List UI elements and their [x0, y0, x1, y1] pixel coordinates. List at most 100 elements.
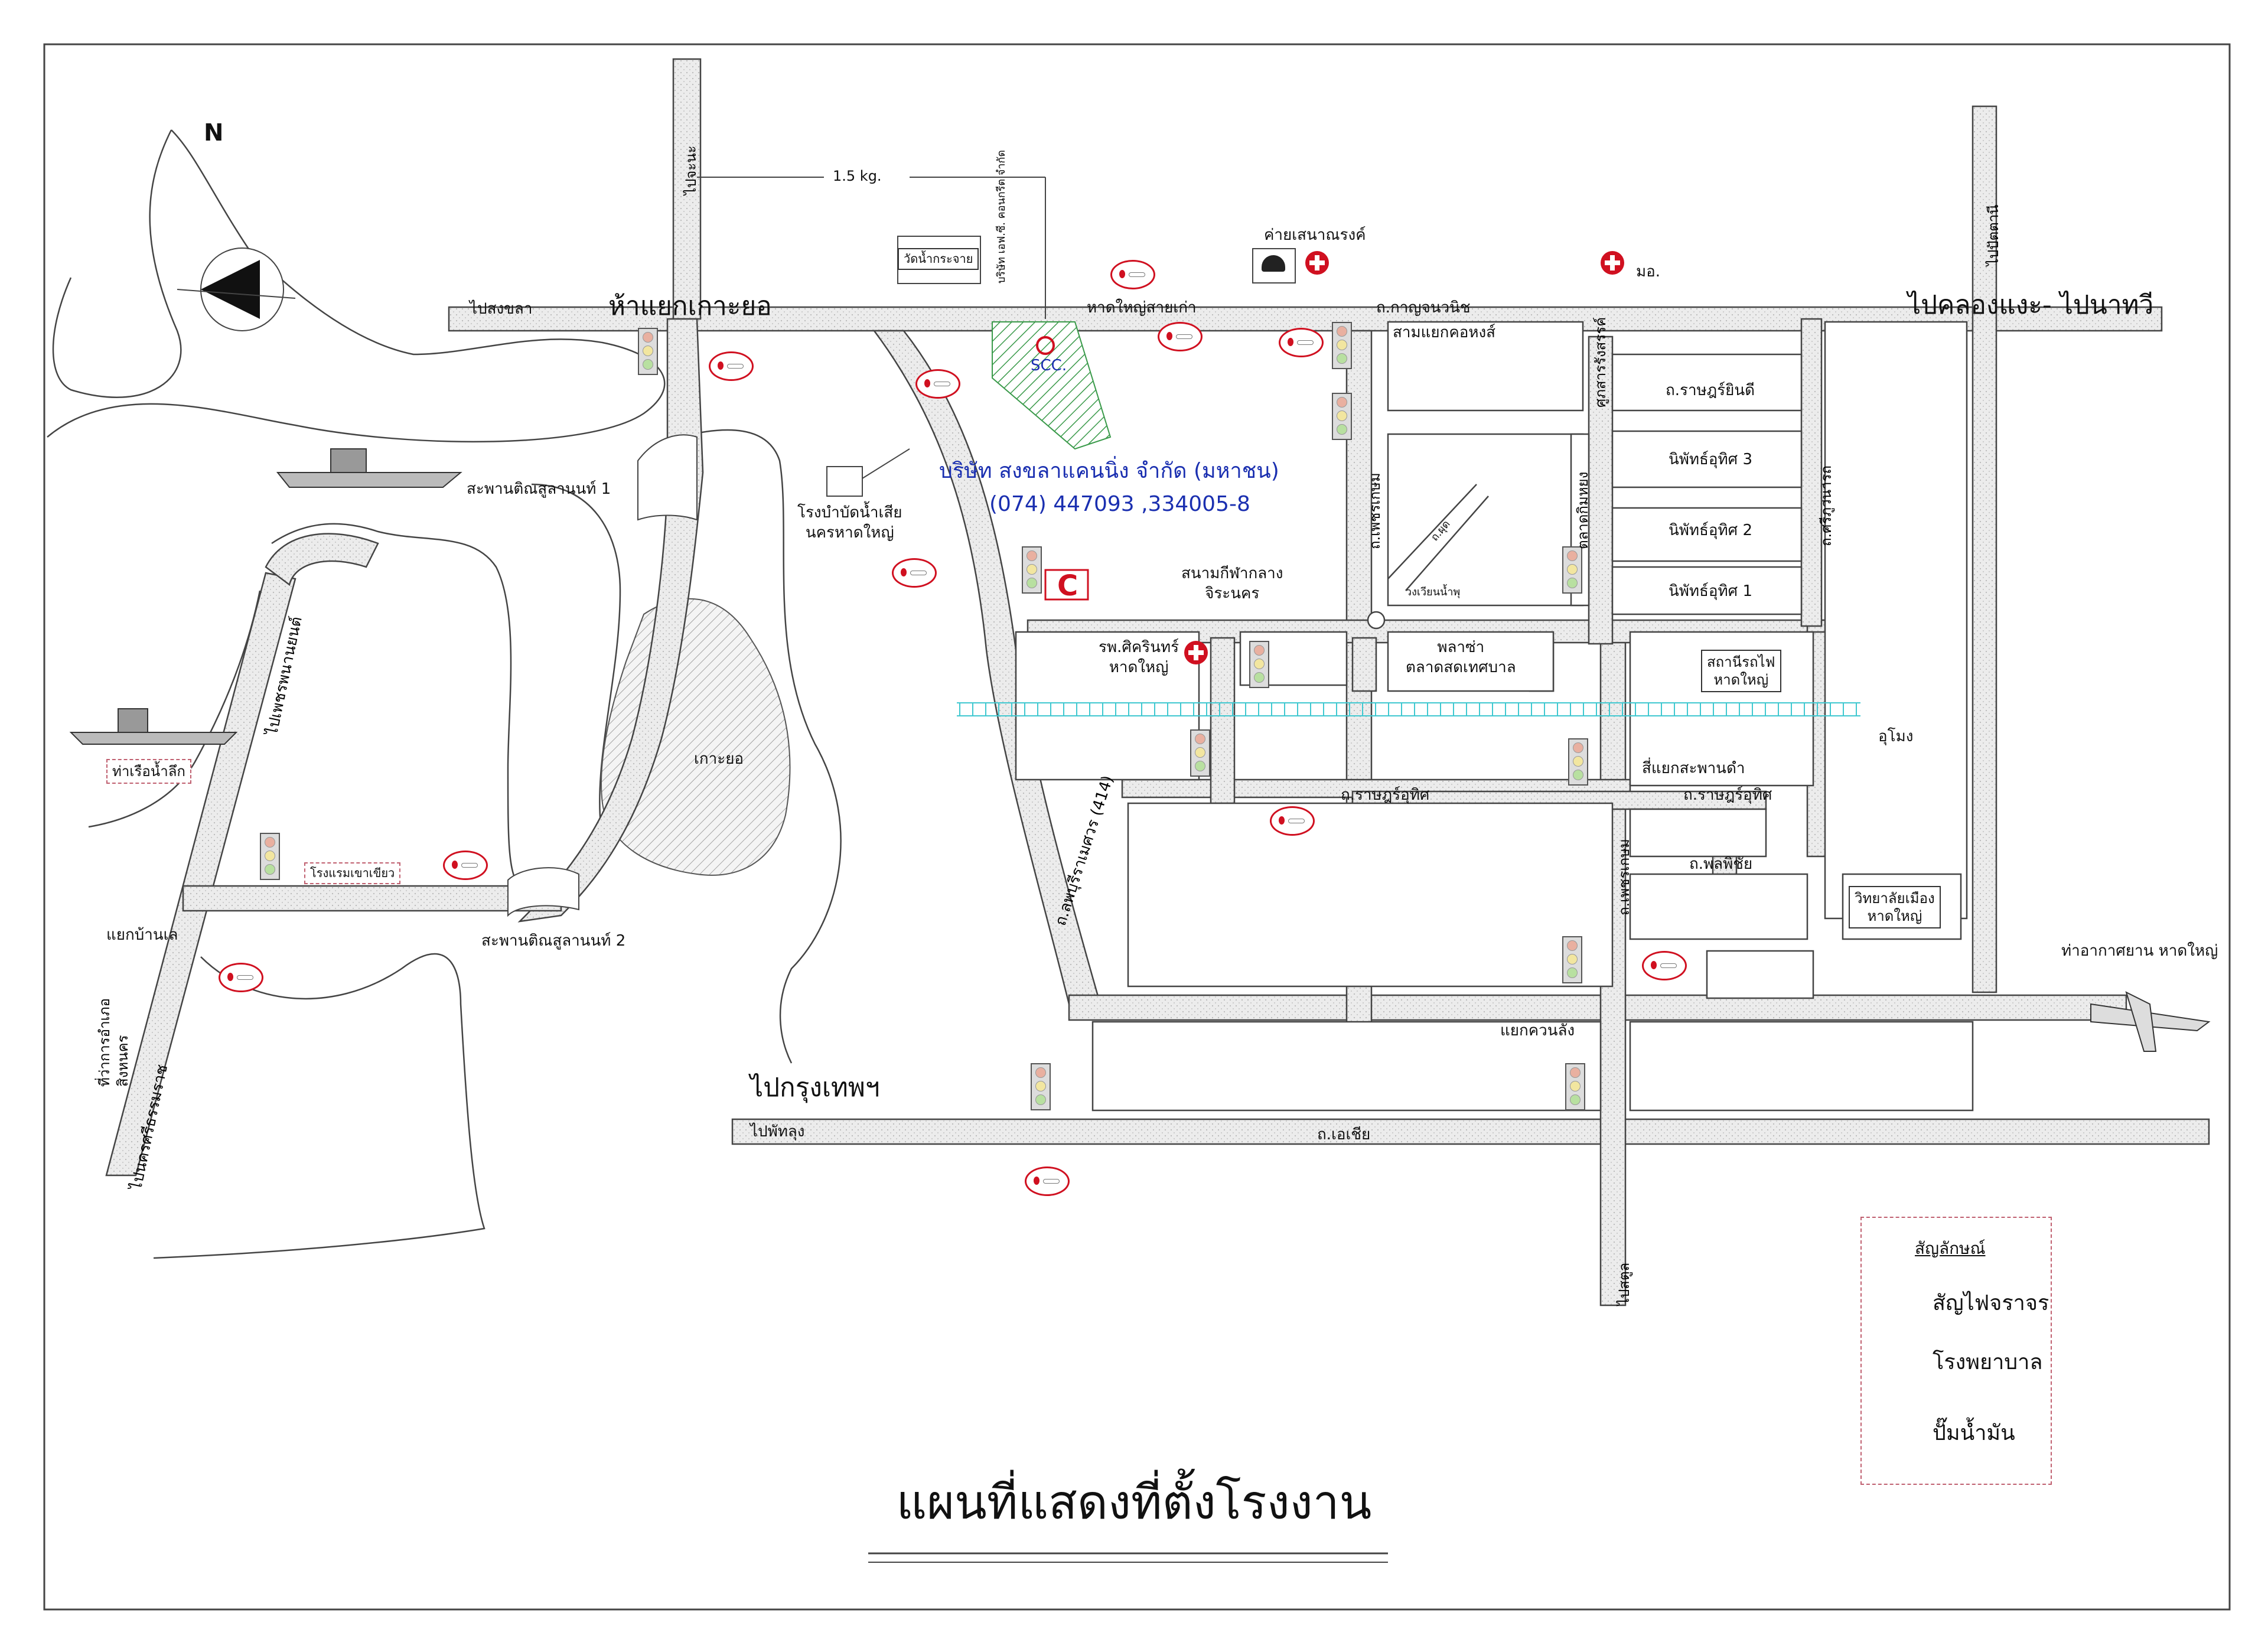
traffic-light-icon [260, 833, 280, 880]
legend-title: สัญลักษณ์ [1915, 1239, 1986, 1258]
gas-station-icon [1110, 260, 1155, 289]
traffic-light-icon [1190, 729, 1210, 777]
place-hospital: รพ.ศิครินทร์ หาดใหญ่ [1099, 638, 1179, 676]
gas-station-icon [709, 351, 754, 381]
road-ratyindee: ถ.ราษฎร์ยินดี [1666, 382, 1755, 399]
hospital-icon [1184, 641, 1208, 664]
gas-station-icon [1642, 951, 1687, 980]
legend: สัญลักษณ์ สัญไฟจราจร โรงพยาบาล ปั๊มน้ำมั… [1860, 1217, 2052, 1485]
place-airport: ท่าอากาศยาน หาดใหญ่ [2061, 942, 2218, 960]
place-university: มอ. [1636, 263, 1661, 281]
place-college: วิทยาลัยเมือง หาดใหญ่ [1849, 886, 1941, 928]
traffic-light-icon [1568, 738, 1588, 786]
to-satun-label: ไปสตูล [1616, 1262, 1632, 1305]
distance-marker [697, 177, 1046, 319]
to-klong-ngae-label: ไปคลองแงะ- ไปนาทวี [1908, 290, 2154, 320]
north-letter: N [204, 119, 224, 146]
place-bridge-2: สะพานติณสูลานนท์ 2 [481, 932, 626, 950]
place-yaek-banle: แยกบ้านเล [106, 926, 178, 944]
to-pattani-label: ไปปัตตานี [1985, 204, 2002, 266]
company-name: บริษัท สงขลาแคนนิ่ง จำกัด (มหาชน) [939, 459, 1279, 483]
coastline-north-2 [52, 129, 182, 398]
fountain-circle [1367, 611, 1386, 630]
traffic-light-icon [1332, 393, 1352, 440]
svg-text:C: C [1057, 569, 1078, 602]
road-ponpichai: ถ.พลพิชัย [1689, 855, 1753, 873]
koh-yo-island [601, 598, 791, 876]
ships [69, 448, 462, 745]
place-tunnel: อุโมง [1878, 728, 1914, 745]
camp-helmet-icon [1252, 248, 1296, 284]
distance-label: 1.5 kg. [833, 168, 882, 184]
scc-logo-icon [1036, 336, 1055, 355]
traffic-light-icon [1565, 1063, 1585, 1110]
place-nipat-2: นิพัทธ์อุทิศ 2 [1669, 522, 1752, 539]
factory-lot [992, 321, 1112, 450]
traffic-light-icon [1249, 641, 1269, 688]
railway [957, 702, 1860, 716]
place-ptt: บริษัท เอฟ.ซี. คอนกรีต จำกัด [995, 149, 1008, 284]
gas-station-icon [443, 851, 488, 880]
gas-station-icon [1025, 1166, 1070, 1196]
traffic-light-icon [1562, 936, 1582, 983]
place-suksawat: ศูภสารรังสรรค์ [1592, 317, 1609, 408]
to-songkhla-label: ไปสงขลา [470, 300, 533, 318]
place-sapan-dam: สี่แยกสะพานดำ [1642, 760, 1745, 777]
traffic-light-icon [1332, 322, 1352, 369]
coast-west [88, 590, 261, 828]
gas-station-icon [1270, 806, 1315, 836]
place-stadium: สนามกีฬากลาง จิระนคร [1181, 565, 1283, 602]
map-title: แผนที่แสดงที่ตั้งโรงงาน [896, 1475, 1372, 1530]
place-wat-namkrachai: วัดน้ำกระจาย [898, 248, 979, 270]
to-phatthalung-label: ไปพัทลุง [750, 1123, 805, 1141]
c-logo-icon [1044, 569, 1089, 601]
place-camp: ค่ายเสนาณรงค์ [1264, 226, 1366, 244]
road-petchkasem-2: ถ.เพชรเกษม [1616, 839, 1632, 915]
bridges [507, 434, 698, 917]
north-compass-icon [177, 247, 296, 331]
legend-traffic-light: สัญไฟจราจร [1933, 1291, 2049, 1315]
place-port: ท่าเรือน้ำลึก [106, 759, 191, 784]
place-koh-yo: เกาะยอ [694, 750, 744, 768]
place-talad-khohong: ตลาดกิมหยง [1575, 471, 1591, 549]
peninsula-shore [271, 523, 520, 887]
to-chana-label: ไปจะนะ [683, 145, 699, 195]
hospital-icon [1305, 251, 1329, 275]
place-wastewater: โรงบำบัดน้ำเสีย นครหาดใหญ่ [797, 504, 902, 542]
junction-kohyo-label: ห้าแยกเกาะยอ [608, 291, 772, 321]
road-hatyai-old: หาดใหญ่สายเก่า [1087, 299, 1197, 317]
traffic-light-icon [1562, 546, 1582, 594]
gas-station-icon [219, 963, 263, 992]
traffic-light-icon [1031, 1063, 1051, 1110]
road-sriphuwanart: ถ.ศรีภูวนารถ [1818, 465, 1834, 546]
hospital-icon [1601, 251, 1624, 275]
traffic-light-icon [638, 328, 658, 375]
place-nipat-1: นิพัทธ์อุทิศ 1 [1669, 582, 1752, 600]
gas-station-icon [892, 558, 937, 588]
place-district-office: ที่ว่าการอำเภอ สิงหนคร [96, 998, 132, 1087]
gas-station-icon [915, 369, 960, 399]
city-blocks [1015, 321, 1974, 1112]
place-plaza: พลาซ่า ตลาดสดเทศบาล [1406, 638, 1516, 676]
place-nipat-3: นิพัทธ์อุทิศ 3 [1669, 451, 1752, 468]
road-petchkasem-1: ถ.เพชรเกษม [1367, 473, 1383, 549]
airplane-icon [2090, 991, 2211, 1052]
place-bridge-1: สะพานติณสูลานนท์ 1 [467, 480, 611, 498]
company-abbrev: SCC. [1031, 357, 1067, 374]
traffic-light-icon [1022, 546, 1042, 594]
place-station: สถานีรถไฟ หาดใหญ่ [1701, 650, 1781, 692]
place-circle: วงเวียนน้ำพุ [1406, 586, 1461, 598]
coast-south [153, 953, 485, 1259]
lagoon-shore-east [679, 429, 842, 1064]
road-asia: ถ.เอเชีย [1317, 1126, 1371, 1143]
gas-station-icon [1279, 328, 1324, 357]
road-kanchanawanit: ถ.กาญจนวนิช [1376, 299, 1471, 317]
place-yaek-khuanlang: แยกควนลัง [1500, 1022, 1575, 1040]
road-ratuthit-1: ถ.ราษฎร์อุทิศ [1341, 786, 1430, 804]
map-frame [43, 43, 2231, 1611]
road-ratuthit-2: ถ.ราษฎร์อุทิศ [1683, 786, 1772, 804]
place-samyaek-khohong: สามแยกคอหงส์ [1393, 324, 1496, 341]
to-bangkok-label: ไปกรุงเทพฯ [750, 1073, 880, 1103]
